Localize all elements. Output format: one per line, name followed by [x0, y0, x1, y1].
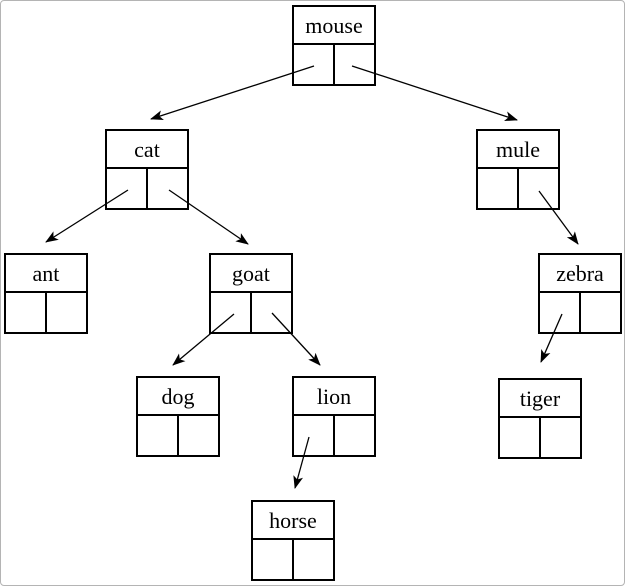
right-pointer-cell [519, 169, 558, 208]
pointer-cells [138, 416, 218, 455]
node-tiger: tiger [498, 378, 582, 459]
node-ant: ant [4, 253, 88, 334]
left-pointer-cell [294, 45, 335, 84]
right-pointer-cell [148, 169, 187, 208]
node-dog: dog [136, 376, 220, 457]
pointer-cells [253, 540, 333, 579]
right-pointer-cell [335, 416, 374, 455]
pointer-cells [540, 293, 620, 332]
right-pointer-cell [581, 293, 620, 332]
pointer-cells [500, 418, 580, 457]
node-label: dog [138, 378, 218, 416]
node-label: horse [253, 502, 333, 540]
pointer-cells [107, 169, 187, 208]
left-pointer-cell [138, 416, 179, 455]
right-pointer-cell [294, 540, 333, 579]
left-pointer-cell [107, 169, 148, 208]
right-pointer-cell [335, 45, 374, 84]
left-pointer-cell [500, 418, 541, 457]
left-pointer-cell [253, 540, 294, 579]
node-label: tiger [500, 380, 580, 418]
node-horse: horse [251, 500, 335, 581]
pointer-cells [294, 45, 374, 84]
node-label: lion [294, 378, 374, 416]
pointer-cells [478, 169, 558, 208]
node-lion: lion [292, 376, 376, 457]
node-label: mouse [294, 7, 374, 45]
node-mouse: mouse [292, 5, 376, 86]
right-pointer-cell [541, 418, 580, 457]
left-pointer-cell [294, 416, 335, 455]
node-label: zebra [540, 255, 620, 293]
left-pointer-cell [540, 293, 581, 332]
node-label: mule [478, 131, 558, 169]
node-label: goat [211, 255, 291, 293]
left-pointer-cell [478, 169, 519, 208]
pointer-cells [211, 293, 291, 332]
node-goat: goat [209, 253, 293, 334]
node-cat: cat [105, 129, 189, 210]
right-pointer-cell [252, 293, 291, 332]
node-mule: mule [476, 129, 560, 210]
left-pointer-cell [211, 293, 252, 332]
pointer-cells [294, 416, 374, 455]
right-pointer-cell [47, 293, 86, 332]
node-label: ant [6, 255, 86, 293]
left-pointer-cell [6, 293, 47, 332]
right-pointer-cell [179, 416, 218, 455]
node-label: cat [107, 131, 187, 169]
node-zebra: zebra [538, 253, 622, 334]
pointer-cells [6, 293, 86, 332]
